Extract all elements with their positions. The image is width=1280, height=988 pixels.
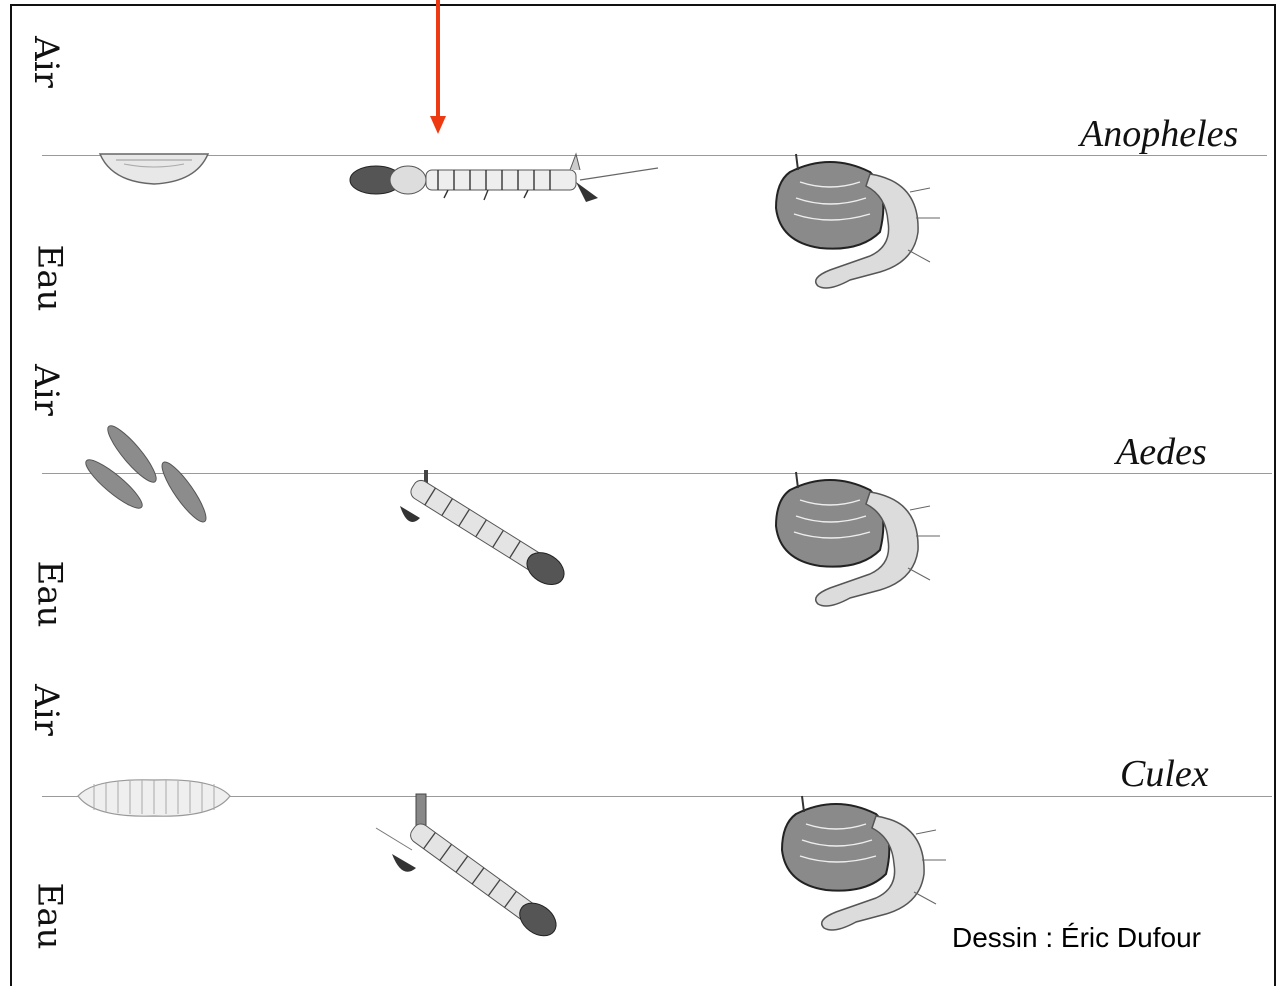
eau-label-2: Eau — [30, 561, 70, 628]
waterline-aedes — [42, 473, 1272, 474]
genus-anopheles: Anopheles — [1080, 112, 1238, 156]
air-label-1: Air — [26, 36, 66, 88]
eau-label-1: Eau — [30, 245, 70, 312]
culex-larva-drawing — [372, 794, 572, 944]
culex-pupa-drawing — [776, 794, 956, 939]
anopheles-larva-drawing — [348, 152, 668, 217]
aedes-eggs-drawing — [80, 420, 220, 530]
genus-culex: Culex — [1120, 752, 1209, 796]
air-label-2: Air — [26, 364, 66, 416]
air-label-3: Air — [26, 684, 66, 736]
drawing-credit: Dessin : Éric Dufour — [952, 922, 1201, 954]
anopheles-pupa-drawing — [770, 152, 950, 297]
genus-aedes: Aedes — [1116, 430, 1207, 474]
aedes-larva-drawing — [380, 470, 580, 595]
eau-label-3: Eau — [30, 883, 70, 950]
culex-egg-raft-drawing — [74, 776, 234, 820]
anopheles-egg-drawing — [96, 150, 216, 190]
aedes-pupa-drawing — [770, 470, 950, 615]
